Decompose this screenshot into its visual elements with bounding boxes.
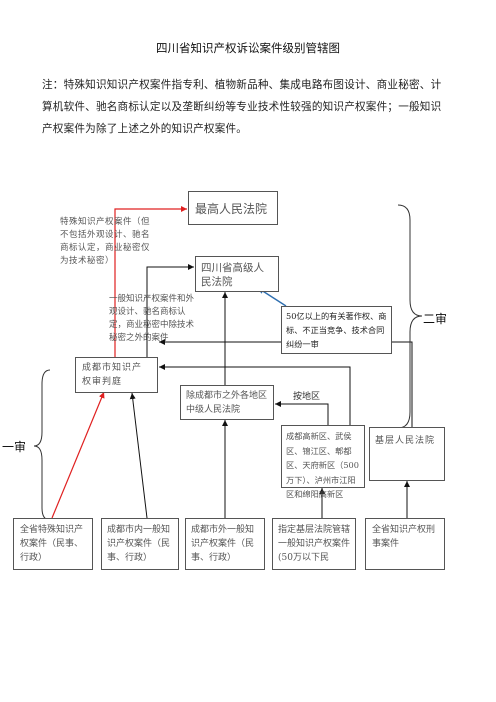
chengdu-districts-label: 成都高新区、武侯区、锦江区、郫都区、天府新区（500万下）、泸州市江阳区和绵阳高… <box>286 431 359 499</box>
note-paragraph: 注：特殊知识知识产权案件指专利、植物新品种、集成电路布图设计、商业秘密、计算机软… <box>42 79 442 135</box>
chengdu-districts-box: 成都高新区、武侯区、锦江区、郫都区、天府新区（500万下）、泸州市江阳区和绵阳高… <box>281 425 365 499</box>
source-designated-basic-label: 指定基层法院管辖一般知识产权案件(50万以下民 <box>278 525 351 563</box>
source-outside-general-box: 成都市外一般知识产权案件（民事、行政） <box>185 518 265 570</box>
basic-court-box: 基层人民法院 <box>369 427 445 481</box>
source-chengdu-general-label: 成都市内一般知识产权案件（民事、行政） <box>107 525 171 563</box>
brace-first-instance <box>33 369 51 521</box>
outside-intermediate-court-box: 除成都市之外各地区中级人民法院 <box>180 385 274 420</box>
line-districts-to-outside-int <box>275 401 329 425</box>
source-criminal-label: 全省知识产权刑事案件 <box>372 525 436 549</box>
page-title: 四川省知识产权诉讼案件级别管辖图 <box>156 41 340 55</box>
source-outside-general-label: 成都市外一般知识产权案件（民事、行政） <box>191 525 255 563</box>
source-special-all-label: 全省特殊知识产权案件（民事、行政） <box>20 525 84 563</box>
line-chengdu-ip-to-high <box>146 264 194 357</box>
line-special-source <box>51 391 105 519</box>
outside-intermediate-label: 除成都市之外各地区中级人民法院 <box>186 391 268 415</box>
brace-second-instance <box>397 204 423 429</box>
source-criminal-box: 全省知识产权刑事案件 <box>365 518 445 570</box>
basic-court-label: 基层人民法院 <box>375 436 436 446</box>
chengdu-ip-court-box: 成都市知识产权审判庭 <box>75 357 158 393</box>
big-case-label: 50亿以上的有关著作权、商标、不正当竞争、技术合同纠纷一审 <box>286 311 387 349</box>
line-chengdu-general <box>129 392 148 519</box>
by-region-label: 按地区 <box>293 392 321 402</box>
general-ip-description: 一般知识产权案件和外观设计、驰名商标认定，商业秘密中除技术秘密之外的案件 <box>109 294 195 343</box>
big-case-box: 50亿以上的有关著作权、商标、不正当竞争、技术合同纠纷一审 <box>281 306 392 354</box>
supreme-court-label: 最高人民法院 <box>195 202 268 216</box>
chengdu-ip-court-label: 成都市知识产权审判庭 <box>82 363 143 387</box>
special-ip-description: 特殊知识产权案件（但不包括外观设计、驰名商标认定，商业秘密仅为技术秘密） <box>60 217 151 266</box>
line-districts-to-chengdu-ip <box>159 364 351 425</box>
line-basic-to-chengdu-ip <box>159 339 413 427</box>
second-instance-label: 二审 <box>423 312 448 326</box>
source-chengdu-general-box: 成都市内一般知识产权案件（民事、行政） <box>101 518 179 570</box>
supreme-court-box: 最高人民法院 <box>188 191 278 225</box>
first-instance-label: 一审 <box>2 440 27 454</box>
sichuan-high-court-label: 四川省高级人民法院 <box>201 262 264 288</box>
line-special-to-supreme <box>114 206 187 357</box>
source-special-all-box: 全省特殊知识产权案件（民事、行政） <box>13 518 93 570</box>
source-designated-basic-box: 指定基层法院管辖一般知识产权案件(50万以下民 <box>272 518 356 570</box>
sichuan-high-court-box: 四川省高级人民法院 <box>195 256 279 292</box>
